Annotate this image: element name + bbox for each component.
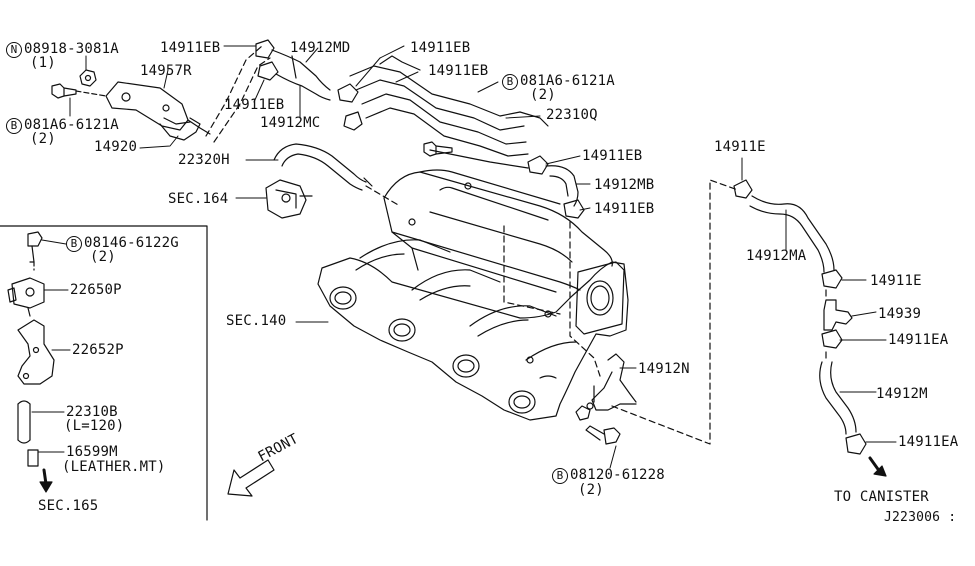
label-16599M: 16599M [66,444,118,460]
nut-08918 [79,69,97,87]
label-08120-qty: (2) [578,482,604,498]
label-14920: 14920 [94,139,138,155]
label-14912MA: 14912MA [746,248,807,264]
clamp-14911E [821,269,843,289]
label-14957R: 14957R [140,63,192,79]
fitting-14939 [823,299,853,331]
diagram-id: J223006 : [884,510,957,525]
clamp-14911E-top [733,179,753,199]
pipe-22310Q [349,55,549,169]
label-22650P: 22650P [70,282,122,298]
label-22652P: 22652P [72,342,124,358]
label-to-canister: TO CANISTER [834,489,929,505]
leader-lines [31,45,897,469]
label-14939: 14939 [878,306,922,322]
label-22310B-length: (L=120) [64,418,125,434]
label-14911EB-c: 14911EB [410,40,471,56]
bracket-22652P [17,319,55,385]
clamp-14911EB-mid [337,83,363,131]
label-22310Q: 22310Q [546,107,598,123]
label-081A6-right-qty: (2) [530,87,556,103]
label-22320H: 22320H [178,152,230,168]
intake-manifold [317,169,629,421]
label-14912N: 14912N [638,361,690,377]
label-14912MD: 14912MD [290,40,351,56]
label-14911E: 14911E [870,273,922,289]
label-14911EB-f: 14911EB [594,201,655,217]
arrow-to-canister [868,456,887,477]
clamp-14911EA-lower [845,433,867,455]
label-081A6-left-qty: (2) [30,131,56,147]
label-sec140: SEC.140 [226,313,287,329]
sensor-22650P [7,277,45,317]
label-14911EB-b: 14911EB [224,97,285,113]
label-14911EB-e: 14911EB [582,148,643,164]
label-14911EA-a: 14911EA [888,332,949,348]
hose-22310B [17,400,31,444]
part-16599M [27,449,39,467]
inset-box [0,225,208,521]
clamp-14911EA-upper [821,329,843,349]
front-arrow [227,459,275,497]
bolt-081A6-left [51,83,107,99]
label-14911EA-b: 14911EA [898,434,959,450]
label-14912M: 14912M [876,386,928,402]
dashed-leaders-left [205,45,271,143]
hose-14912MA [749,195,835,273]
bracket-14957R [105,81,211,141]
arrow-sec165 [39,468,53,493]
hose-14912M [819,361,857,435]
label-14911E-top: 14911E [714,139,766,155]
label-14912MB: 14912MB [594,177,655,193]
label-16599M-note: (LEATHER.MT) [62,459,166,475]
hose-22320H [273,143,373,191]
label-22310B: 22310B [66,404,118,420]
inset-bolt-08146 [27,231,43,271]
label-14912MC: 14912MC [260,115,321,131]
label-sec165: SEC.165 [38,498,99,514]
sec164-component [265,179,313,219]
bolt-08120 [575,405,621,445]
label-14911EB-d: 14911EB [428,63,489,79]
bolt-081A6-right [423,141,453,157]
dashed-leaders-center [365,179,827,445]
label-08918-qty: (1) [30,55,56,71]
label-sec164: SEC.164 [168,191,229,207]
hose-14912MD [255,39,331,101]
bracket-14912N [586,353,637,411]
label-08146-qty: (2) [90,249,116,265]
label-14911EB-a: 14911EB [160,40,221,56]
hose-14912MB [527,155,585,219]
